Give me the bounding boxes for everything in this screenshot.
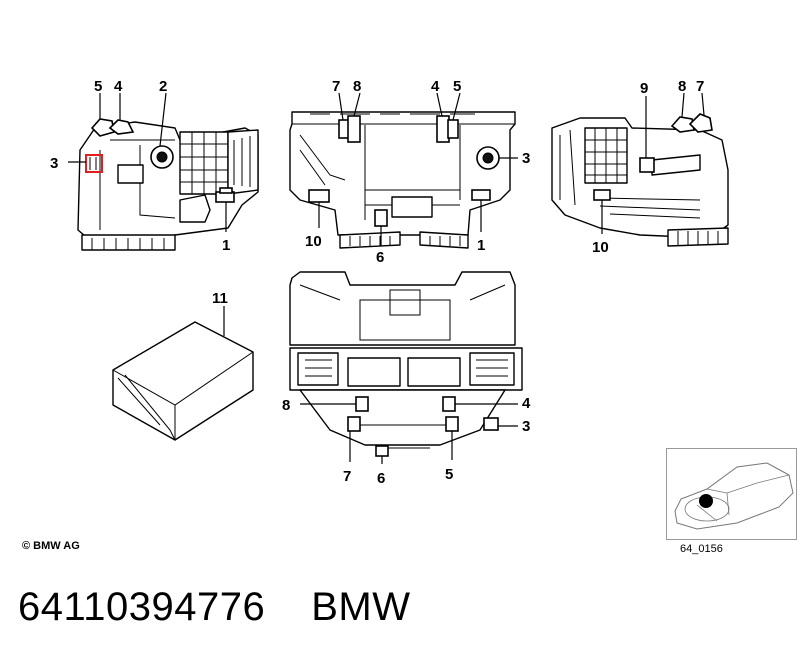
connector-8-bottom bbox=[355, 396, 369, 412]
callout-5-bottom: 5 bbox=[445, 466, 453, 483]
callout-7-right: 7 bbox=[696, 78, 704, 95]
connector-8-center bbox=[347, 115, 361, 143]
callout-11: 11 bbox=[212, 290, 228, 307]
location-marker bbox=[699, 494, 713, 508]
callout-2-left: 2 bbox=[159, 78, 167, 95]
connector-10-right bbox=[593, 189, 611, 201]
connector-5-center bbox=[447, 119, 459, 139]
copyright-notice: © BMW AG bbox=[22, 540, 80, 552]
callout-3-center: 3 bbox=[522, 150, 530, 167]
heater-housing-left-view: 5 4 2 3 1 bbox=[50, 78, 259, 254]
callout-7-bottom: 7 bbox=[343, 468, 351, 485]
connector-6-bottom bbox=[375, 445, 389, 457]
connector-3-highlight bbox=[85, 154, 103, 173]
callout-6-center: 6 bbox=[376, 249, 384, 266]
connector-5-bottom bbox=[445, 416, 459, 432]
connector-10-center bbox=[308, 189, 330, 203]
brand-name: BMW bbox=[311, 585, 411, 629]
callout-10-center: 10 bbox=[305, 233, 322, 250]
callout-7-center: 7 bbox=[332, 78, 340, 95]
vehicle-location-thumbnail bbox=[666, 448, 797, 540]
callout-4-center: 4 bbox=[431, 78, 440, 95]
connector-9-right bbox=[639, 157, 655, 173]
callout-8-center: 8 bbox=[353, 78, 361, 95]
connector-1-center bbox=[471, 189, 491, 201]
diagram-reference: 64_0156 bbox=[680, 543, 723, 555]
heater-housing-right-view: 9 8 7 10 bbox=[551, 78, 729, 256]
heater-housing-bottom-view: 8 4 3 7 6 5 bbox=[282, 271, 531, 487]
callout-4-bottom: 4 bbox=[522, 395, 531, 412]
callout-5-center: 5 bbox=[453, 78, 461, 95]
heater-housing-front-view: 7 8 4 5 3 10 6 1 bbox=[289, 78, 530, 266]
parts-diagram: 5 4 2 3 1 7 8 4 5 3 10 bbox=[50, 78, 729, 487]
callout-3-bottom: 3 bbox=[522, 418, 530, 435]
callout-8-bottom: 8 bbox=[282, 397, 290, 414]
callout-6-bottom: 6 bbox=[377, 470, 385, 487]
callout-8-right: 8 bbox=[678, 78, 686, 95]
connector-7-bottom bbox=[347, 416, 361, 432]
callout-10-right: 10 bbox=[592, 239, 609, 256]
callout-5-left: 5 bbox=[94, 78, 102, 95]
callout-3-left: 3 bbox=[50, 155, 58, 172]
part-caption: 64110394776 BMW bbox=[18, 585, 411, 630]
foam-pad-11: 11 bbox=[112, 290, 254, 441]
callout-4-left: 4 bbox=[114, 78, 123, 95]
part-number: 64110394776 bbox=[18, 585, 266, 629]
callout-9-right: 9 bbox=[640, 80, 648, 97]
car-outline-icon bbox=[674, 462, 794, 530]
connector-6-center bbox=[374, 209, 388, 227]
connector-4-bottom bbox=[442, 396, 456, 412]
connector-7-right bbox=[688, 113, 713, 133]
callout-1-left: 1 bbox=[222, 237, 230, 254]
callout-1-center: 1 bbox=[477, 237, 485, 254]
connector-4-left bbox=[108, 119, 135, 135]
connector-3-bottom bbox=[483, 417, 499, 431]
